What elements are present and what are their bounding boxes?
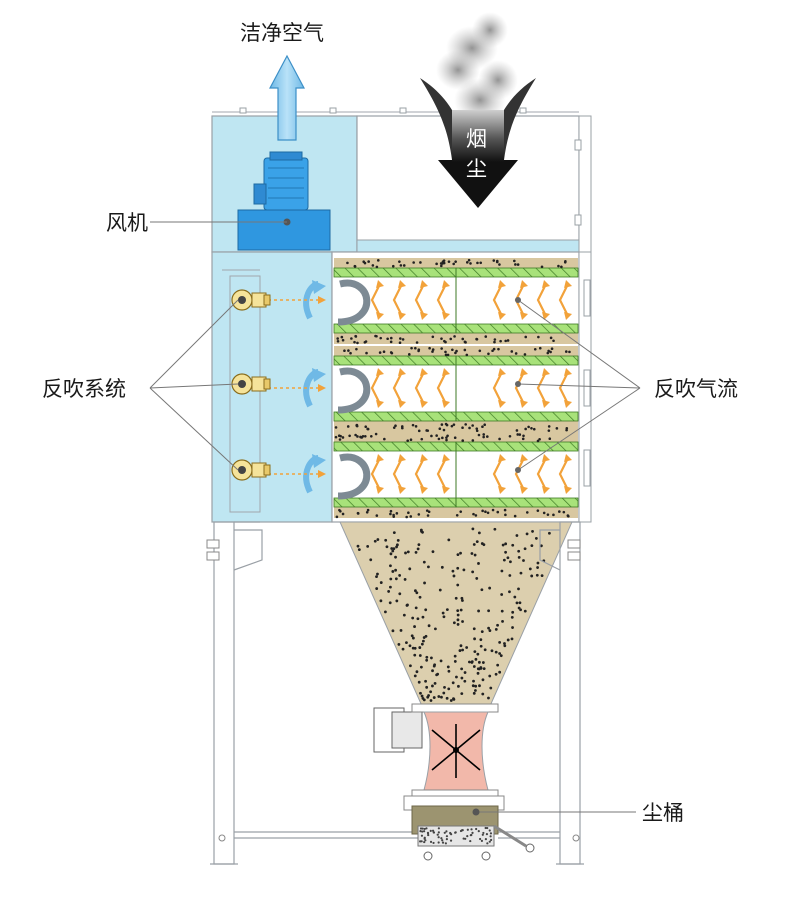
airflow-arrow [514,457,525,491]
valves [231,289,271,481]
airflow-arrow [558,283,569,317]
leg-brackets [206,539,581,842]
filter-row [268,432,579,518]
reverse-curve-arrow [337,367,371,414]
smoke-label-2: 尘 [466,157,487,181]
airflow-arrow [536,283,547,317]
airflow-arrow [414,457,425,491]
rotary-valve-icon [373,703,499,799]
hopper [339,521,573,707]
bin-dust [419,826,493,845]
airflow-arrow [536,457,547,491]
airflow-arrow [514,371,525,405]
reverse-curve-arrow [337,279,371,326]
fan-icon [237,151,331,251]
smoke-label-1: 烟 [466,127,487,151]
dust-bin-label: 尘桶 [642,801,684,825]
airflow-arrow [370,457,381,491]
airflow-arrow [492,283,503,317]
airflow-arrow [414,283,425,317]
airflow-arrow [436,283,447,317]
airflow-arrow [558,457,569,491]
valve-icon [231,289,271,311]
clean-air-arrow [269,54,305,141]
airflow-arrow [370,371,381,405]
airflow-arrow [414,371,425,405]
fan-label: 风机 [106,211,148,235]
top-right-flange [578,115,592,253]
airflow-arrow [436,371,447,405]
filter-row [268,258,579,344]
reverse-blow-system-label: 反吹系统 [42,377,126,401]
airflow-arrow [392,283,403,317]
airflow-arrow [492,371,503,405]
airflow-arrow [370,283,381,317]
dust-particles [334,258,571,519]
airflow-arrow [392,371,403,405]
filter-rows [268,258,579,518]
valve-icon [231,373,271,395]
top-bolts [239,107,582,226]
airflow-arrow [536,371,547,405]
airflow-arrow [492,457,503,491]
support-frame [210,521,584,865]
reverse-blow-airflow-label: 反吹气流 [654,377,738,401]
clean-air-label: 洁净空气 [240,21,324,45]
smoke-inlet [420,12,536,208]
reverse-curve-arrow [337,453,371,500]
airflow-arrow [436,457,447,491]
airflow-arrow [558,371,569,405]
upper-strip [356,239,580,253]
airflow-arrow [392,457,403,491]
leader-lines [149,221,641,816]
valve-icon [231,459,271,481]
